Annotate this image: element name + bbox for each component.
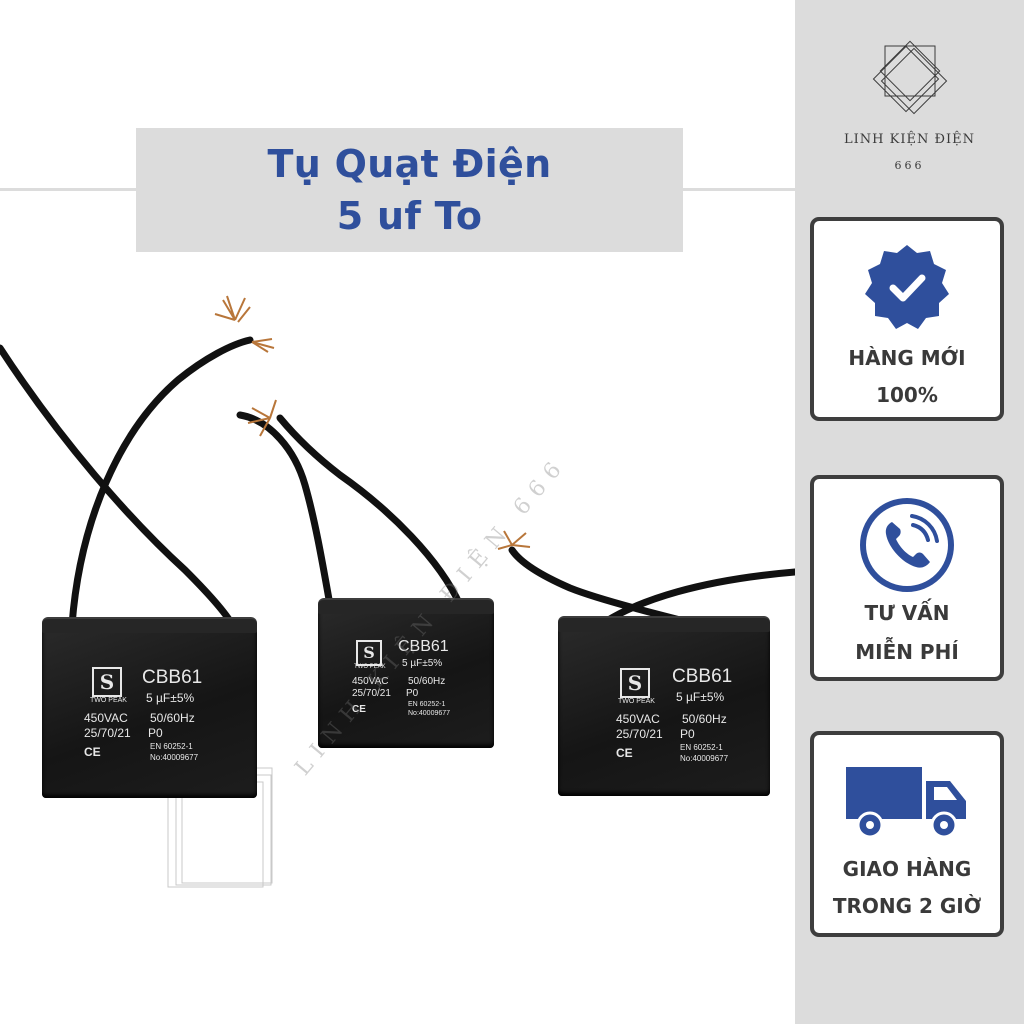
standard-label: EN 60252-1 — [680, 743, 723, 752]
feature-new-goods: HÀNG MỚI 100% — [810, 217, 1004, 421]
voltage-label: 450VAC — [616, 712, 660, 726]
phone-icon — [814, 493, 1000, 597]
capacitor-top — [42, 617, 257, 633]
ce-mark: CE — [616, 746, 633, 760]
delivery-truck-icon — [814, 749, 1000, 853]
serial-label: No:40009677 — [150, 753, 199, 762]
capacitance-label: 5 µF±5% — [402, 658, 443, 669]
brand-number: 666 — [894, 159, 925, 172]
two-peak-logo: S — [620, 668, 650, 698]
serial-label: No:40009677 — [680, 754, 729, 763]
standard-label: EN 60252-1 — [408, 701, 446, 708]
feature-free-consult: TƯ VẤN MIỄN PHÍ — [810, 475, 1004, 681]
frequency-label: 50/60Hz — [408, 676, 446, 687]
ce-mark: CE — [84, 745, 101, 759]
feature-label-line2: 100% — [876, 383, 938, 407]
maker-label: TWO PEAK — [618, 698, 655, 705]
two-peak-logo: S — [356, 640, 382, 666]
feature-label-line1: GIAO HÀNG — [842, 857, 972, 881]
product-photo: S TWO PEAK CBB61 5 µF±5% 450VAC 50/60Hz … — [0, 270, 795, 900]
feature-label-line2: MIỄN PHÍ — [855, 640, 959, 664]
ce-mark: CE — [352, 704, 366, 715]
maker-label: TWO PEAK — [354, 664, 386, 670]
serial-label: No:40009677 — [408, 710, 451, 717]
capacitor-middle: S TWO PEAK CBB61 5 µF±5% 450VAC 50/60Hz … — [318, 598, 494, 748]
code-label: P0 — [680, 727, 695, 741]
frequency-label: 50/60Hz — [150, 711, 195, 725]
product-title-banner: Tụ Quạt Điện 5 uf To — [136, 128, 683, 252]
diamond-logo-icon — [872, 40, 948, 115]
divider-line-right — [683, 188, 795, 191]
title-line-2: 5 uf To — [336, 194, 483, 238]
feature-delivery: GIAO HÀNG TRONG 2 GIỜ — [810, 731, 1004, 937]
title-line-1: Tụ Quạt Điện — [267, 142, 552, 186]
sidebar: LINH KIỆN ĐIỆN 666 HÀNG MỚI 100% TƯ VẤN … — [795, 0, 1024, 1024]
capacitor-wires — [0, 295, 795, 634]
class-label: 25/70/21 — [352, 688, 391, 699]
standard-label: EN 60252-1 — [150, 742, 193, 751]
feature-label-line1: TƯ VẤN — [864, 601, 950, 625]
brand-logo: LINH KIỆN ĐIỆN 666 — [795, 20, 1024, 190]
voltage-label: 450VAC — [84, 711, 128, 725]
model-label: CBB61 — [142, 667, 203, 688]
divider-line-left — [0, 188, 136, 191]
capacitor-top — [558, 616, 770, 632]
capacitance-label: 5 µF±5% — [146, 691, 195, 705]
capacitor-top — [318, 598, 494, 614]
maker-label: TWO PEAK — [90, 697, 127, 704]
brand-name: LINH KIỆN ĐIỆN — [844, 132, 975, 147]
voltage-label: 450VAC — [352, 676, 389, 687]
capacitor-right: S TWO PEAK CBB61 5 µF±5% 450VAC 50/60Hz … — [558, 616, 770, 796]
two-peak-logo: S — [92, 667, 122, 697]
capacitor-left: S TWO PEAK CBB61 5 µF±5% 450VAC 50/60Hz … — [42, 617, 257, 798]
class-label: 25/70/21 — [84, 726, 131, 740]
capacitance-label: 5 µF±5% — [676, 690, 725, 704]
frequency-label: 50/60Hz — [682, 712, 727, 726]
verified-badge-icon — [814, 235, 1000, 339]
code-label: P0 — [406, 688, 419, 699]
model-label: CBB61 — [398, 638, 449, 655]
feature-label-line2: TRONG 2 GIỜ — [832, 894, 982, 918]
code-label: P0 — [148, 726, 163, 740]
model-label: CBB61 — [672, 666, 733, 687]
class-label: 25/70/21 — [616, 727, 663, 741]
feature-label-line1: HÀNG MỚI — [848, 346, 966, 370]
